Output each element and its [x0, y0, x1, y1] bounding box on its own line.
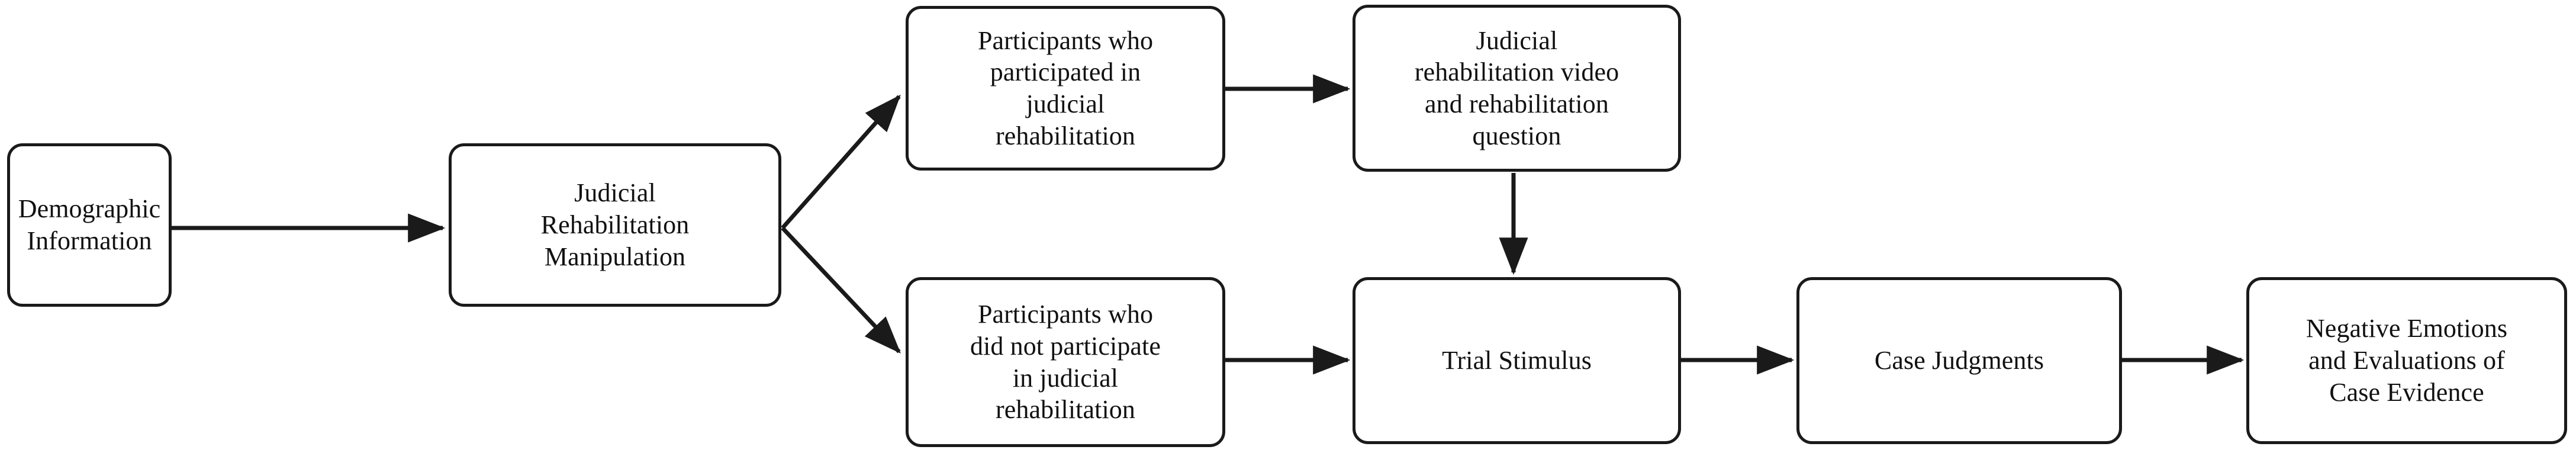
node-trial-stimulus[interactable]: Trial Stimulus	[1353, 277, 1681, 444]
node-label-judicial-rehabilitation-manipulation: Judicial Rehabilitation Manipulation	[540, 178, 690, 271]
node-case-judgments[interactable]: Case Judgments	[1796, 277, 2122, 444]
node-label-case-judgments: Case Judgments	[1874, 346, 2044, 375]
node-label-negative-emotions-evaluations: Negative Emotions and Evaluations of Cas…	[2305, 314, 2508, 407]
node-label-participants-participated: Participants who participated in judicia…	[977, 25, 1154, 150]
node-label-demographic-information: Demographic Information	[18, 194, 161, 255]
edge-manipulation-to-participated	[781, 94, 901, 230]
node-demographic-information[interactable]: Demographic Information	[7, 143, 172, 307]
node-label-participants-not-participated: Participants who did not participate in …	[970, 300, 1161, 425]
node-judicial-rehabilitation-manipulation[interactable]: Judicial Rehabilitation Manipulation	[449, 143, 781, 307]
node-negative-emotions-evaluations[interactable]: Negative Emotions and Evaluations of Cas…	[2246, 277, 2567, 444]
node-judicial-rehabilitation-video[interactable]: Judicial rehabilitation video and rehabi…	[1353, 5, 1681, 172]
node-participants-participated[interactable]: Participants who participated in judicia…	[906, 6, 1225, 171]
node-label-trial-stimulus: Trial Stimulus	[1442, 346, 1592, 375]
node-label-judicial-rehabilitation-video: Judicial rehabilitation video and rehabi…	[1414, 25, 1619, 150]
edge-manipulation-to-not-participated	[781, 226, 901, 354]
node-participants-not-participated[interactable]: Participants who did not participate in …	[906, 277, 1225, 447]
